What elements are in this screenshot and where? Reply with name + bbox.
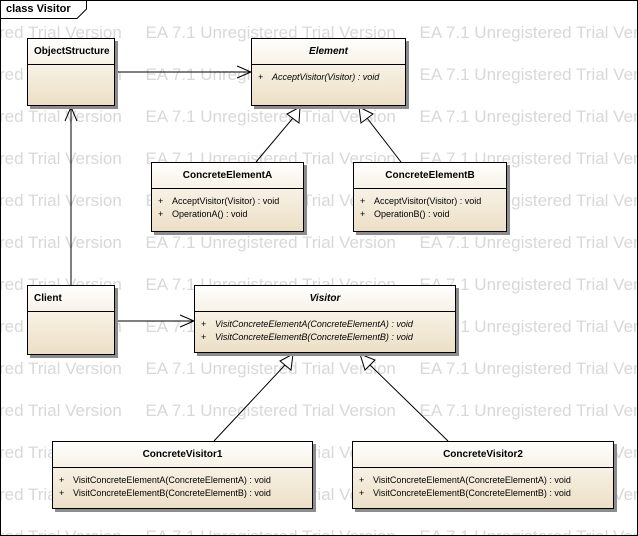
- operation-signature: VisitConcreteElementB(ConcreteElementB) …: [373, 487, 571, 498]
- operation-row: + OperationB() : void: [360, 207, 506, 220]
- frame-label: class Visitor: [6, 3, 71, 15]
- frame-tab: [1, 1, 87, 19]
- operation-visibility: +: [360, 208, 366, 219]
- operation-row: + VisitConcreteElementB(ConcreteElementB)…: [59, 486, 312, 499]
- operation-row: + VisitConcreteElementB(ConcreteElementB)…: [359, 486, 613, 499]
- operation-signature: OperationB() : void: [374, 208, 450, 219]
- operations-compartment: + AcceptVisitor(Visitor) : void + Operation…: [354, 189, 506, 220]
- operations-compartment: [28, 65, 114, 70]
- operation-row: + AcceptVisitor(Visitor) : void: [360, 194, 506, 207]
- operation-signature: VisitConcreteElementB(ConcreteElementB) …: [73, 487, 271, 498]
- class-name: Client: [28, 286, 114, 312]
- class-element[interactable]: Element + AcceptVisitor(Visitor) : void: [251, 38, 406, 106]
- operation-row: + AcceptVisitor(Visitor) : void: [158, 194, 303, 207]
- operation-signature: VisitConcreteElementA(ConcreteElementA) …: [215, 318, 413, 329]
- association-client-objectstructure[interactable]: [64, 105, 78, 285]
- operations-compartment: + AcceptVisitor(Visitor) : void: [252, 65, 405, 83]
- operations-compartment: + VisitConcreteElementA(ConcreteElementA)…: [53, 468, 312, 499]
- class-name: ObjectStructure: [28, 39, 114, 65]
- operations-compartment: + AcceptVisitor(Visitor) : void + Operation…: [152, 189, 303, 220]
- class-name: Element: [252, 39, 405, 65]
- class-objectstructure[interactable]: ObjectStructure: [27, 38, 115, 106]
- operation-signature: VisitConcreteElementA(ConcreteElementA) …: [373, 474, 571, 485]
- operation-row: + VisitConcreteElementA(ConcreteElementA)…: [201, 317, 455, 330]
- generalization-concreteelementa-element[interactable]: [255, 106, 301, 163]
- class-name: Visitor: [195, 286, 455, 312]
- operation-row: + VisitConcreteElementA(ConcreteElementA)…: [359, 473, 613, 486]
- class-name: ConcreteElementB: [354, 163, 506, 189]
- operation-row: + OperationA() : void: [158, 207, 303, 220]
- operation-signature: AcceptVisitor(Visitor) : void: [172, 195, 280, 206]
- class-name: ConcreteVisitor1: [53, 442, 312, 468]
- operation-visibility: +: [359, 487, 365, 498]
- operation-visibility: +: [59, 474, 65, 485]
- generalization-concretevisitor2-visitor[interactable]: [359, 353, 449, 442]
- operation-signature: VisitConcreteElementA(ConcreteElementA) …: [73, 474, 271, 485]
- operations-compartment: + VisitConcreteElementA(ConcreteElementA)…: [195, 312, 455, 343]
- operation-row: + VisitConcreteElementA(ConcreteElementA)…: [59, 473, 312, 486]
- operation-visibility: +: [258, 71, 264, 82]
- operation-signature: OperationA() : void: [172, 208, 248, 219]
- operation-visibility: +: [360, 195, 366, 206]
- class-concretevisitor2[interactable]: ConcreteVisitor2 + VisitConcreteElementA(C…: [352, 441, 614, 509]
- operation-signature: AcceptVisitor(Visitor) : void: [272, 71, 380, 82]
- generalization-concretevisitor1-visitor[interactable]: [213, 353, 294, 442]
- operation-visibility: +: [158, 208, 164, 219]
- class-client[interactable]: Client: [27, 285, 115, 355]
- class-name: ConcreteVisitor2: [353, 442, 613, 468]
- operations-compartment: + VisitConcreteElementA(ConcreteElementA)…: [353, 468, 613, 499]
- operation-visibility: +: [201, 318, 207, 329]
- class-visitor[interactable]: Visitor + VisitConcreteElementA(ConcreteEl…: [194, 285, 456, 353]
- association-client-visitor[interactable]: [115, 314, 196, 328]
- operation-signature: VisitConcreteElementB(ConcreteElementB) …: [215, 331, 413, 342]
- operation-visibility: +: [158, 195, 164, 206]
- operation-visibility: +: [201, 331, 207, 342]
- class-concretevisitor1[interactable]: ConcreteVisitor1 + VisitConcreteElementA(C…: [52, 441, 313, 509]
- operation-row: + VisitConcreteElementB(ConcreteElementB)…: [201, 330, 455, 343]
- operation-visibility: +: [59, 487, 65, 498]
- operation-signature: AcceptVisitor(Visitor) : void: [374, 195, 482, 206]
- operation-visibility: +: [359, 474, 365, 485]
- association-objectstructure-element[interactable]: [115, 65, 253, 79]
- class-concreteelementa[interactable]: ConcreteElementA + AcceptVisitor(Visitor) …: [151, 162, 304, 232]
- generalization-concreteelementb-element[interactable]: [358, 106, 402, 163]
- operations-compartment: [28, 312, 114, 317]
- operation-row: + AcceptVisitor(Visitor) : void: [258, 70, 405, 83]
- class-concreteelementb[interactable]: ConcreteElementB + AcceptVisitor(Visitor) …: [353, 162, 507, 232]
- class-name: ConcreteElementA: [152, 163, 303, 189]
